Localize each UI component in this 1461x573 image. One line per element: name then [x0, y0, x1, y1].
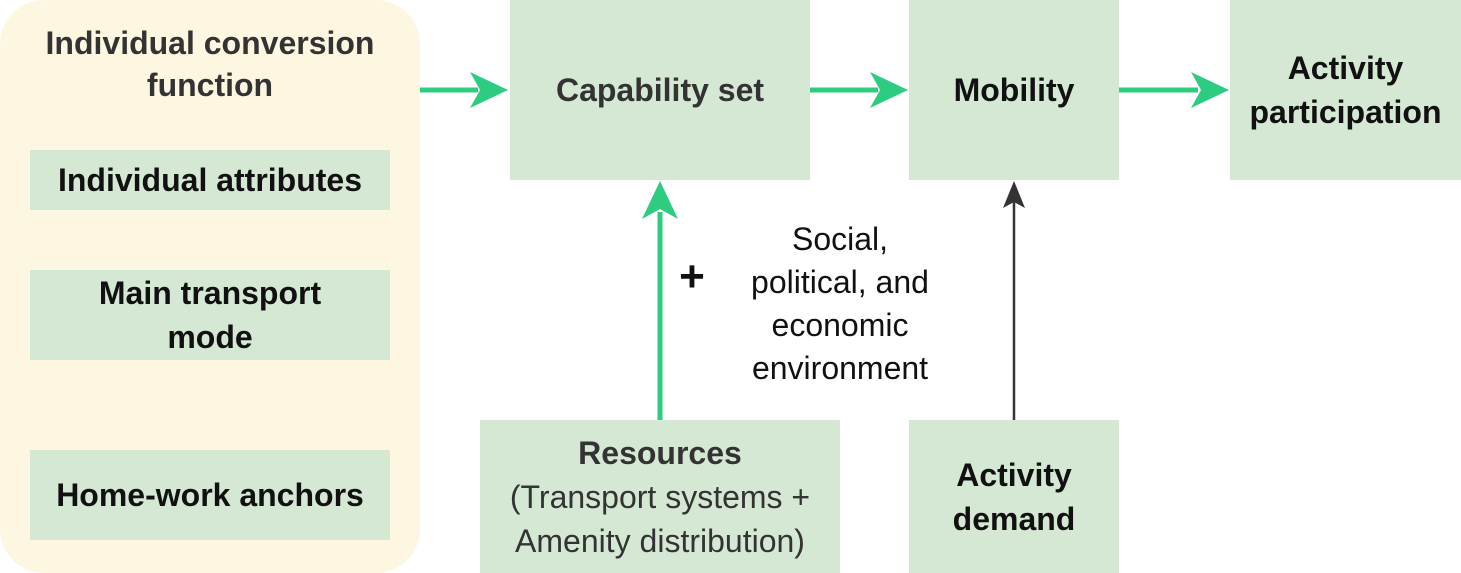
- home-work-anchors-box: Home-work anchors: [30, 450, 390, 540]
- main-transport-mode-label: Main transport mode: [98, 275, 322, 355]
- arrow-capability-to-mobility: [810, 72, 908, 108]
- arrow-mobility-to-participation: [1119, 72, 1229, 108]
- resources-box: Resources (Transport systems + Amenity d…: [480, 420, 840, 573]
- capability-set-box: Capability set: [510, 0, 810, 180]
- individual-attributes-box: Individual attributes: [30, 150, 390, 210]
- activity-participation-box: Activity participation: [1230, 0, 1461, 180]
- individual-attributes-label: Individual attributes: [57, 162, 363, 198]
- arrow-conversion-to-capability: [420, 72, 508, 108]
- home-work-anchors-label: Home-work anchors: [56, 477, 364, 513]
- mobility-label: Mobility: [953, 72, 1075, 108]
- capability-set-label: Capability set: [555, 72, 765, 108]
- mobility-box: Mobility: [909, 0, 1119, 180]
- activity-demand-label: Activity demand: [952, 456, 1076, 537]
- activity-demand-box: Activity demand: [909, 420, 1119, 573]
- plus-sign: +: [679, 252, 705, 301]
- arrow-demand-to-mobility: [1003, 181, 1025, 420]
- environment-label: Social, political, and economic environm…: [751, 221, 929, 386]
- activity-participation-label: Activity participation: [1249, 50, 1442, 130]
- resources-title: Resources: [578, 434, 742, 471]
- main-transport-mode-box: Main transport mode: [30, 270, 390, 360]
- resources-subtitle: (Transport systems + Amenity distributio…: [509, 478, 811, 559]
- panel-title: Individual conversion function: [45, 25, 375, 103]
